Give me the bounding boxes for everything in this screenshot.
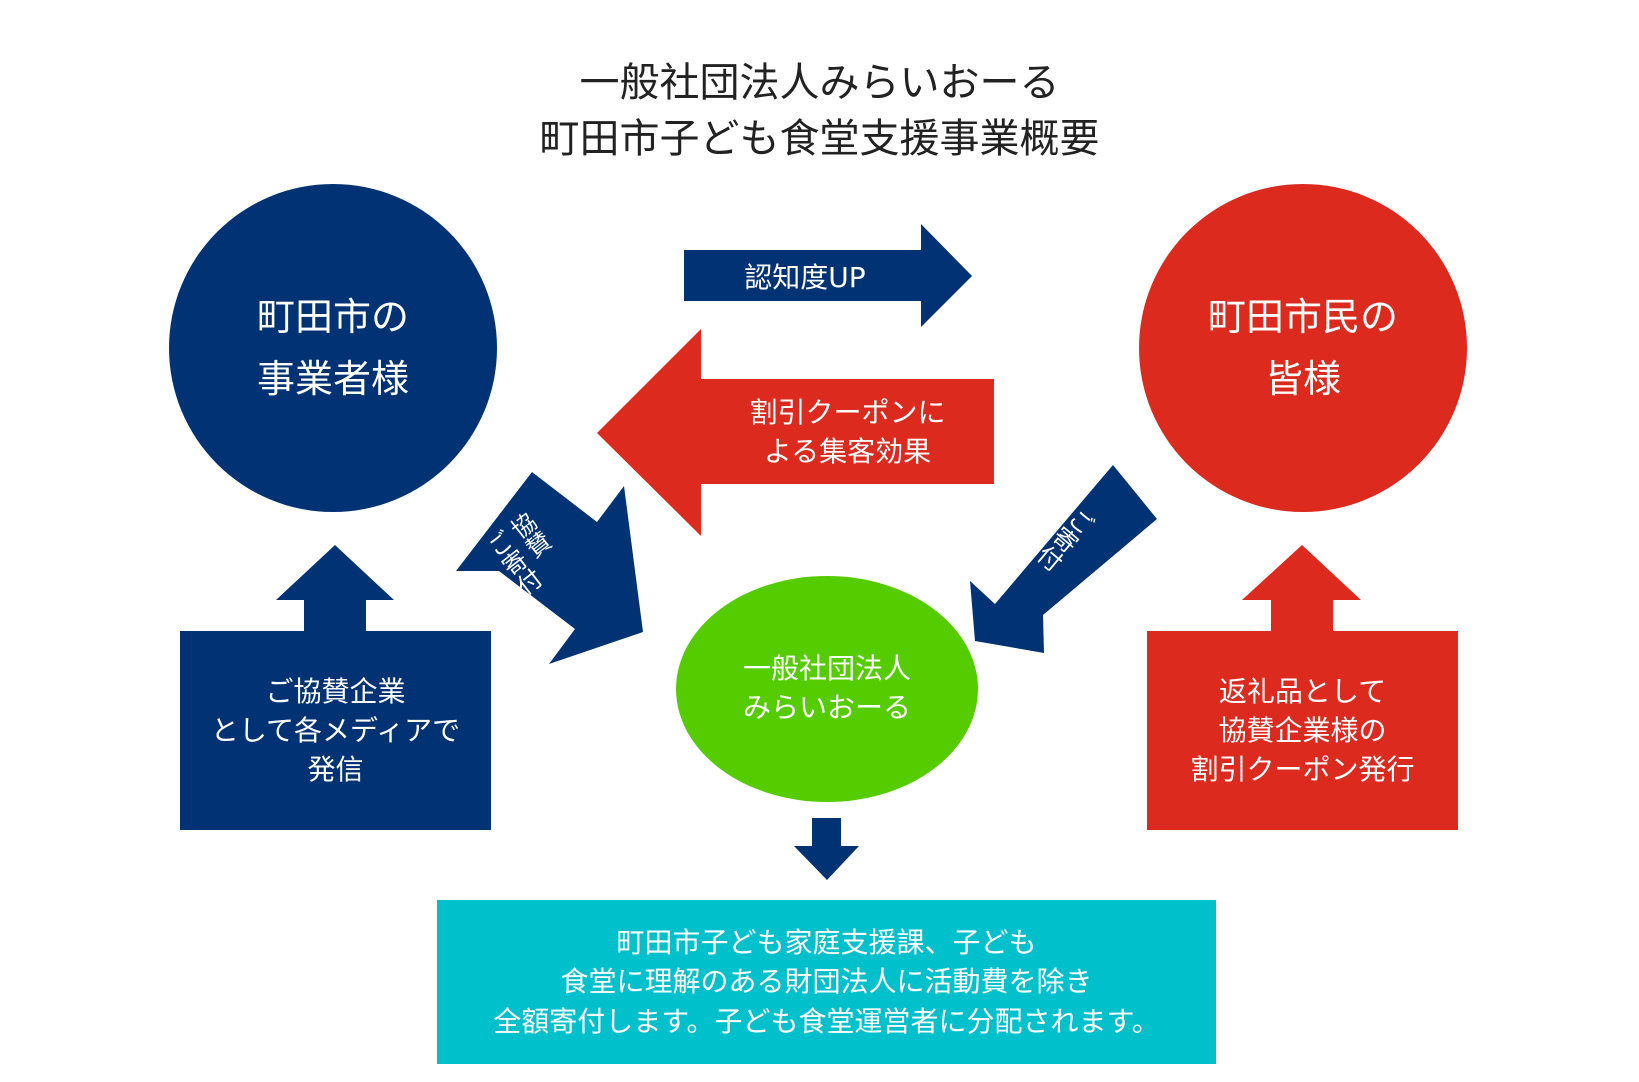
coupon-issue-line2: 協賛企業様の: [1218, 713, 1387, 747]
citizens-label-line2: 皆様: [1264, 357, 1341, 401]
citizen-donation-arrow: [970, 465, 1157, 653]
sponsor-media-box: [180, 631, 491, 830]
sponsor-donation-arrow: [456, 472, 643, 664]
donation-note-line1: 町田市子ども家庭支援課、子ども: [616, 926, 1037, 960]
coupon-issue-line1: 返礼品として: [1218, 674, 1387, 708]
businesses-label: 町田市の事業者様: [183, 278, 483, 418]
coupon-effect-label: 割引クーポンによる集客効果: [705, 385, 990, 479]
citizens-label: 町田市民の皆様: [1153, 278, 1453, 418]
coupon-up-arrow: [1242, 545, 1361, 631]
title-line-2: 町田市子ども食堂支援事業概要: [539, 116, 1100, 162]
businesses-circle: [169, 184, 497, 512]
awareness-label: 認知度UP: [744, 261, 866, 294]
businesses-label-line1: 町田市の: [256, 295, 409, 339]
awareness-arrow: [684, 224, 972, 327]
donation-note-label: 町田市子ども家庭支援課、子ども食堂に理解のある財団法人に活動費を除き全額寄付しま…: [437, 900, 1216, 1064]
citizens-circle: [1139, 184, 1467, 512]
org-ellipse: [676, 576, 978, 802]
org-label-line1: 一般社団法人: [742, 651, 911, 685]
coupon-issue-box: [1147, 631, 1458, 830]
sponsor-media-line3: 発信: [307, 753, 364, 787]
donation-note-line3: 全額寄付します。子ども食堂運営者に分配されます。: [493, 1004, 1160, 1038]
sponsor-up-arrow: [276, 545, 394, 631]
org-label-line2: みらいおーる: [742, 691, 911, 724]
donation-note-line2: 食堂に理解のある財団法人に活動費を除き: [560, 965, 1093, 999]
sponsor-media-line2: として各メディアで: [210, 713, 461, 747]
title-line-1: 一般社団法人みらいおーる: [579, 60, 1060, 106]
businesses-label-line2: 事業者様: [256, 357, 409, 401]
citizens-label-line1: 町田市民の: [1207, 295, 1398, 339]
coupon-effect-arrow: [597, 329, 994, 536]
sponsor-media-line1: ご協賛企業: [265, 674, 406, 708]
coupon-effect-line1: 割引クーポンに: [749, 395, 946, 429]
donation-note-box: [437, 900, 1216, 1064]
coupon-issue-label: 返礼品として協賛企業様の割引クーポン発行: [1147, 631, 1458, 830]
coupon-issue-line3: 割引クーポン発行: [1190, 753, 1415, 787]
sponsor-media-label: ご協賛企業として各メディアで発信: [180, 631, 491, 830]
down-arrow: [794, 818, 859, 880]
coupon-effect-line2: よる集客効果: [763, 435, 932, 468]
org-label: 一般社団法人みらいおーる: [700, 640, 954, 736]
